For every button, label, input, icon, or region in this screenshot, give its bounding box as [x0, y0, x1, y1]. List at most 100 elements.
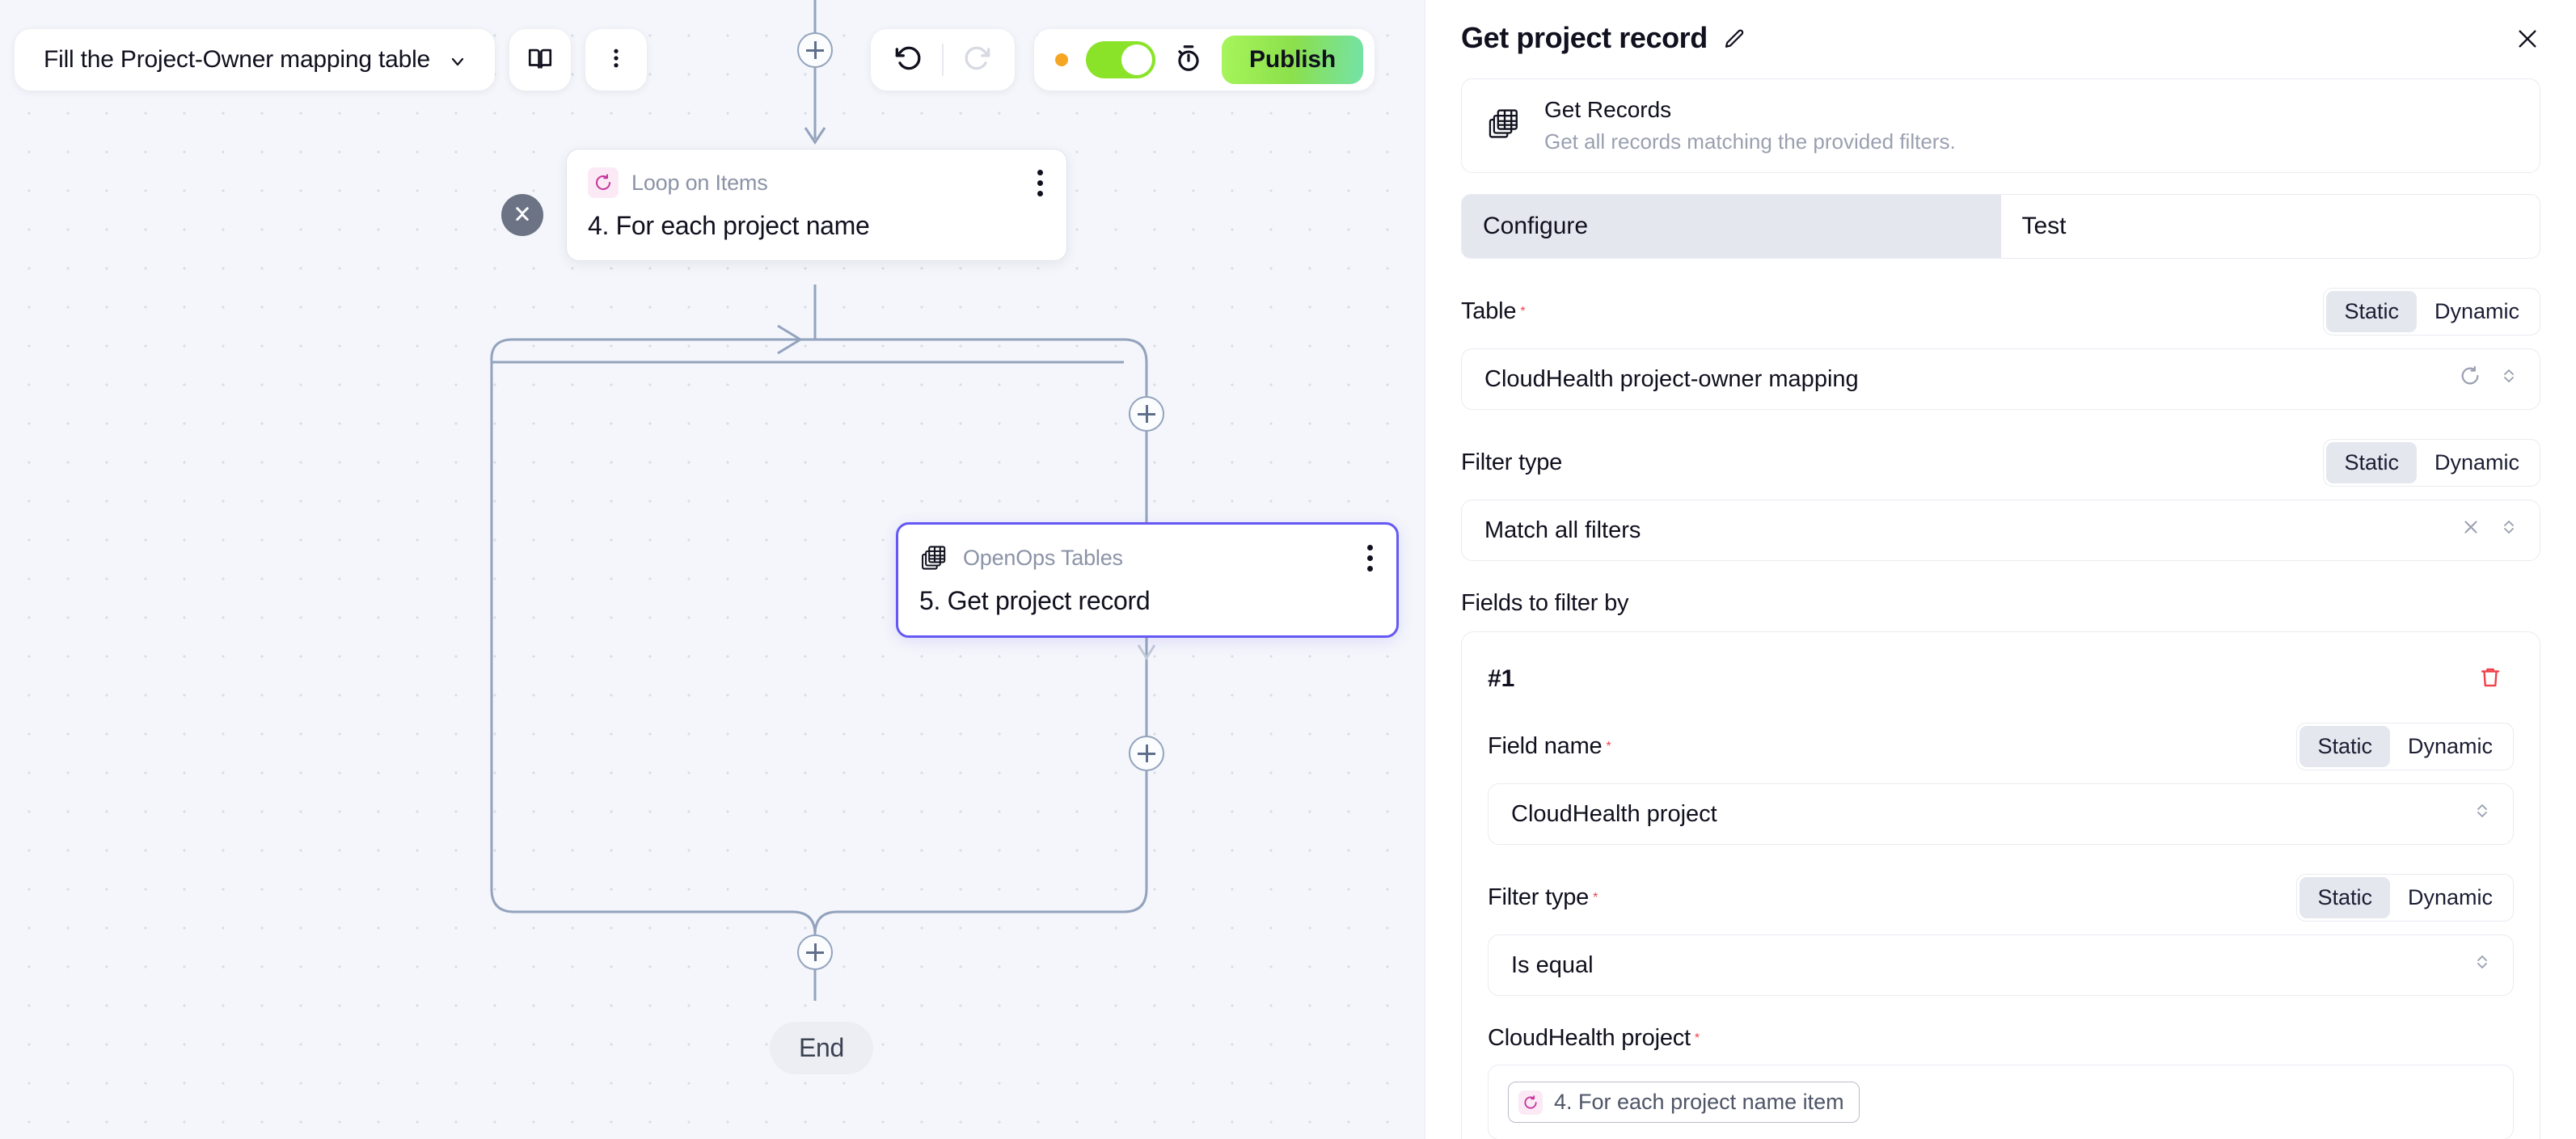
- filter-card-title: #1: [1488, 665, 1515, 692]
- close-icon[interactable]: [2460, 517, 2481, 544]
- chevron-up-down-icon[interactable]: [2499, 516, 2519, 545]
- field-row-inner-filter-type: Filter type * Static Dynamic: [1488, 874, 2514, 922]
- filter-type-select[interactable]: Match all filters: [1461, 500, 2540, 561]
- publish-button[interactable]: Publish: [1222, 36, 1363, 84]
- field-name-value: CloudHealth project: [1511, 800, 1717, 827]
- trash-icon: [2478, 664, 2502, 694]
- canvas-toolbar-right: Publish: [871, 29, 1375, 91]
- node-menu-button[interactable]: [1364, 544, 1375, 572]
- flow-node-header: Loop on Items: [588, 167, 1045, 198]
- page-title: Get project record: [1461, 21, 1708, 54]
- node-kind-label: Loop on Items: [631, 170, 768, 195]
- flow-node-get-project-record[interactable]: OpenOps Tables 5. Get project record: [896, 522, 1399, 638]
- panel-body: Table * Static Dynamic CloudHealth proje…: [1425, 288, 2576, 1139]
- tab-configure[interactable]: Configure: [1462, 195, 2001, 258]
- loop-refresh-icon: [1518, 1090, 1543, 1115]
- table-select-actions: [2459, 365, 2519, 394]
- add-step-button-top[interactable]: [797, 32, 833, 68]
- add-step-button-after-get-record[interactable]: [1129, 736, 1164, 771]
- field-label-inner-filter-type: Filter type: [1488, 884, 1590, 910]
- inner-filter-type-select[interactable]: Is equal: [1488, 934, 2514, 996]
- docs-button[interactable]: [509, 29, 572, 91]
- chevron-up-down-icon[interactable]: [2473, 799, 2492, 829]
- canvas-toolbar-left: Fill the Project-Owner mapping table: [15, 29, 648, 91]
- tab-test[interactable]: Test: [2021, 213, 2067, 239]
- book-icon: [526, 44, 554, 76]
- redo-button[interactable]: [963, 43, 994, 78]
- field-row-field-name: Field name * Static Dynamic: [1488, 723, 2514, 770]
- segment-dynamic[interactable]: Dynamic: [2434, 450, 2519, 475]
- more-options-button[interactable]: [585, 29, 648, 91]
- piece-summary-card: Get Records Get all records matching the…: [1461, 78, 2540, 173]
- piece-text: Get Records Get all records matching the…: [1544, 97, 1956, 154]
- flow-enabled-toggle[interactable]: [1086, 41, 1156, 78]
- filter-type-mode-segment: Static Dynamic: [2323, 439, 2540, 487]
- field-name-select[interactable]: CloudHealth project: [1488, 783, 2514, 845]
- chevron-up-down-icon[interactable]: [2473, 951, 2492, 980]
- variable-token[interactable]: 4. For each project name item: [1508, 1082, 1860, 1123]
- node-title: 4. For each project name: [588, 211, 870, 240]
- flow-name-selector[interactable]: Fill the Project-Owner mapping table: [15, 29, 496, 91]
- flow-canvas[interactable]: Fill the Project-Owner mapping table: [0, 0, 1425, 1139]
- segment-static[interactable]: Static: [2299, 726, 2390, 767]
- table-mode-segment: Static Dynamic: [2323, 288, 2540, 335]
- field-row-table: Table * Static Dynamic: [1461, 288, 2540, 335]
- flow-node-loop[interactable]: Loop on Items 4. For each project name: [566, 149, 1067, 261]
- node-kind-label: OpenOps Tables: [963, 545, 1123, 570]
- filter-type-value: Match all filters: [1484, 517, 1641, 543]
- filter-card-1: #1 Field name * Static Dynamic: [1461, 631, 2540, 1139]
- delete-filter-button[interactable]: [2467, 653, 2514, 705]
- field-label-filter-type: Filter type: [1461, 449, 1563, 475]
- required-asterisk: *: [1593, 890, 1598, 905]
- segment-dynamic[interactable]: Dynamic: [2407, 885, 2493, 909]
- loop-collapse-button[interactable]: [501, 194, 543, 236]
- filter-card-header: #1: [1488, 653, 2514, 705]
- collapse-chevrons-icon: [510, 201, 534, 230]
- segment-static[interactable]: Static: [2299, 877, 2390, 918]
- inner-filter-type-value: Is equal: [1511, 951, 1594, 978]
- chevron-up-down-icon[interactable]: [2499, 365, 2519, 394]
- inner-filter-type-actions: [2473, 951, 2492, 980]
- node-icon-wrap: [588, 167, 619, 198]
- panel-header: Get project record: [1425, 0, 2576, 56]
- field-label-field-name: Field name: [1488, 733, 1603, 759]
- field-label-value: CloudHealth project: [1488, 1025, 1691, 1051]
- value-token-input[interactable]: 4. For each project name item: [1488, 1065, 2514, 1139]
- unsaved-status-dot: [1055, 53, 1069, 66]
- piece-name: Get Records: [1544, 97, 1672, 122]
- inner-filter-type-mode-segment: Static Dynamic: [2296, 874, 2514, 922]
- run-history-button[interactable]: [1173, 43, 1204, 78]
- tables-stack-icon: [919, 542, 950, 573]
- refresh-icon[interactable]: [2459, 365, 2481, 394]
- segment-dynamic[interactable]: Dynamic: [2407, 734, 2493, 758]
- table-select[interactable]: CloudHealth project-owner mapping: [1461, 348, 2540, 410]
- field-row-filter-type: Filter type Static Dynamic: [1461, 439, 2540, 487]
- step-settings-panel: Get project record: [1425, 0, 2576, 1139]
- pencil-icon[interactable]: [1722, 27, 1746, 56]
- required-asterisk: *: [1694, 1031, 1700, 1045]
- table-select-value: CloudHealth project-owner mapping: [1484, 365, 1859, 392]
- close-icon[interactable]: [2515, 26, 2540, 56]
- more-vertical-icon: [604, 46, 628, 74]
- segment-static[interactable]: Static: [2326, 442, 2417, 483]
- variable-token-label: 4. For each project name item: [1554, 1090, 1844, 1114]
- node-menu-button[interactable]: [1034, 169, 1045, 196]
- node-title: 5. Get project record: [919, 586, 1151, 615]
- field-name-mode-segment: Static Dynamic: [2296, 723, 2514, 770]
- segment-dynamic[interactable]: Dynamic: [2434, 299, 2519, 323]
- piece-description: Get all records matching the provided fi…: [1544, 129, 1956, 154]
- flow-end-node: End: [770, 1022, 874, 1074]
- add-step-button-before-get-record[interactable]: [1129, 396, 1164, 432]
- undo-button[interactable]: [892, 43, 923, 78]
- field-name-actions: [2473, 799, 2492, 829]
- tables-stack-icon: [1486, 105, 1523, 146]
- field-label-table: Table: [1461, 298, 1517, 324]
- segment-static[interactable]: Static: [2326, 291, 2417, 332]
- filter-type-actions: [2460, 516, 2519, 545]
- undo-redo-group: [871, 29, 1016, 91]
- panel-tabs: Configure Test: [1461, 194, 2540, 259]
- chevron-down-icon: [448, 50, 467, 70]
- flow-node-header: OpenOps Tables: [919, 542, 1375, 573]
- divider: [942, 44, 944, 76]
- add-step-button-end[interactable]: [797, 934, 833, 970]
